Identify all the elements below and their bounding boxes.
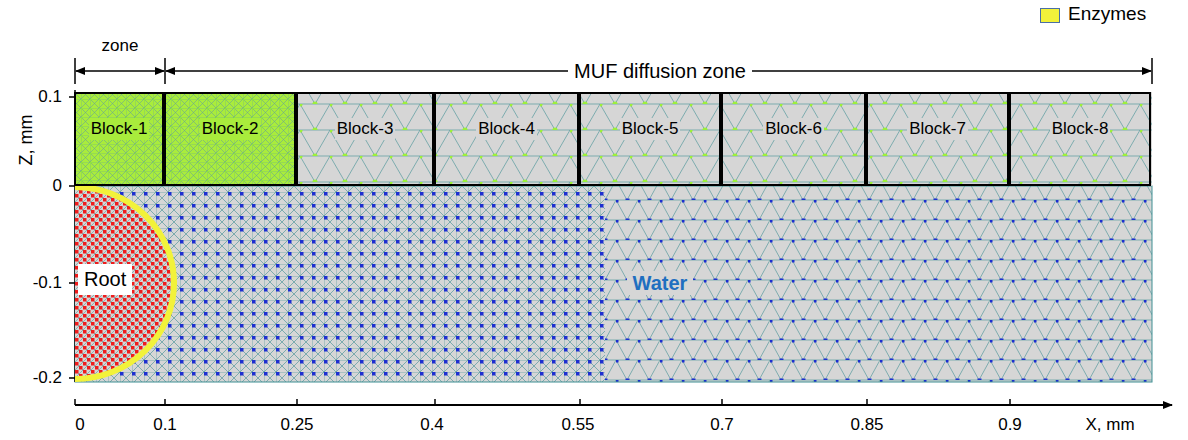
block-label: Block-7 <box>907 118 968 140</box>
block-mesh <box>297 92 1152 186</box>
axis-label: 0.85 <box>850 416 883 435</box>
domain-border <box>75 186 1152 382</box>
root-region: Root <box>75 186 179 382</box>
axis-label: -0.2 <box>33 369 62 388</box>
axis-label: 0.55 <box>561 416 594 435</box>
zone-label: zone <box>102 37 139 56</box>
region-label: Water <box>627 271 694 295</box>
axis-label: X, mm <box>1085 416 1134 435</box>
dimension-arrow <box>76 70 164 72</box>
block-label: Block-4 <box>476 118 537 140</box>
enzyme-mesh <box>75 92 297 186</box>
block-label: Block-6 <box>763 118 824 140</box>
legend-swatch <box>1040 8 1060 23</box>
x-ticks <box>75 399 1010 405</box>
axis-label: 0.25 <box>280 416 313 435</box>
mesh-block: Block-3 <box>296 92 434 186</box>
mesh-block: Block-7 <box>866 92 1009 186</box>
zone-label: MUF diffusion zone <box>568 59 752 83</box>
axis-label: 0.1 <box>153 416 177 435</box>
mesh-block: Block-6 <box>721 92 866 186</box>
dimension-tick <box>75 58 1152 84</box>
water-mesh <box>75 186 605 382</box>
water-mesh <box>605 186 1152 382</box>
block-label: Block-5 <box>620 118 681 140</box>
axis-label: 0.7 <box>710 416 734 435</box>
block-label: Block-8 <box>1050 118 1111 140</box>
block-label: Block-3 <box>335 118 396 140</box>
block-label: Block-1 <box>89 118 150 140</box>
mesh-block: Block-5 <box>579 92 721 186</box>
mesh-block: Block-8 <box>1009 92 1151 186</box>
legend-text: Enzymes <box>1068 4 1146 25</box>
axis-label: 0 <box>75 416 84 435</box>
axis-label: 0.4 <box>420 416 444 435</box>
root-label: Root <box>78 264 132 295</box>
axis-label: -0.1 <box>33 274 62 293</box>
mesh-block: Block-2 <box>164 92 296 186</box>
axis-label: Z, mm <box>16 114 36 165</box>
mesh-block: Block-1 <box>74 92 164 186</box>
axis-label: 0.9 <box>998 416 1022 435</box>
axis-label: 0.1 <box>38 88 62 107</box>
mesh-block: Block-4 <box>434 92 579 186</box>
x-axis <box>75 404 1172 406</box>
axis-label: 0 <box>53 177 62 196</box>
block-label: Block-2 <box>200 118 261 140</box>
